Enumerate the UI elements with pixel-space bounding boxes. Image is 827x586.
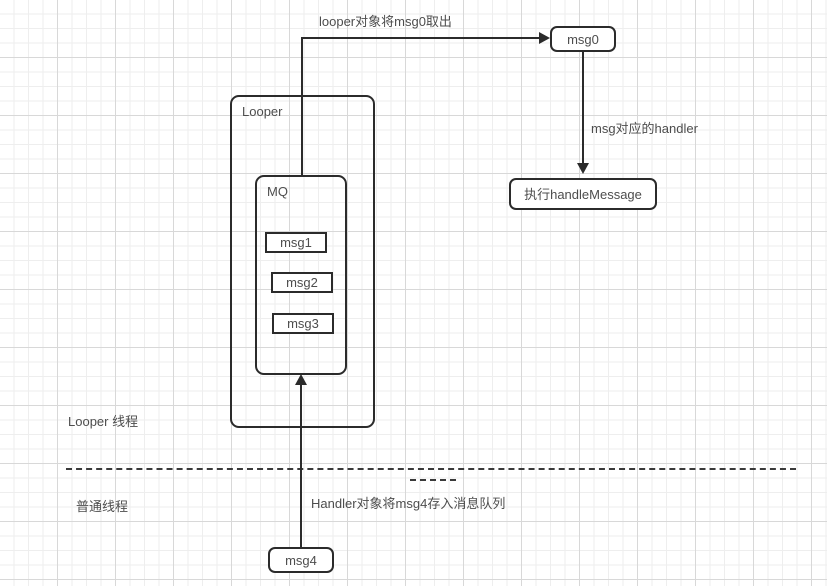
node-msg2[interactable]: msg2 <box>271 272 333 293</box>
node-msg1[interactable]: msg1 <box>265 232 327 253</box>
node-handle-message[interactable]: 执行handleMessage <box>509 178 657 210</box>
edge-msg0-to-handler-vertical <box>582 52 584 165</box>
edge-label-take-msg0: looper对象将msg0取出 <box>319 14 452 29</box>
edge-msg4-to-mq-vertical <box>300 385 302 547</box>
edge-mq-to-msg0-vertical <box>301 38 303 176</box>
edge-msg0-to-handler-arrowhead <box>577 163 589 174</box>
edge-msg4-to-mq-arrowhead <box>295 374 307 385</box>
edge-mq-to-msg0-arrowhead <box>539 32 550 44</box>
lane-label-looper-thread: Looper 线程 <box>68 414 139 429</box>
thread-lane-divider-stub <box>410 479 456 481</box>
node-msg0[interactable]: msg0 <box>550 26 616 52</box>
node-msg4[interactable]: msg4 <box>268 547 334 573</box>
looper-container-title: Looper <box>242 104 283 119</box>
lane-label-normal-thread: 普通线程 <box>76 499 129 514</box>
node-msg3[interactable]: msg3 <box>272 313 334 334</box>
thread-lane-divider <box>66 468 796 470</box>
edge-mq-to-msg0-horizontal <box>301 37 541 39</box>
edge-label-enqueue-msg4: Handler对象将msg4存入消息队列 <box>311 496 506 511</box>
edge-label-msg-handler: msg对应的handler <box>591 121 698 136</box>
mq-container-title: MQ <box>267 184 288 199</box>
